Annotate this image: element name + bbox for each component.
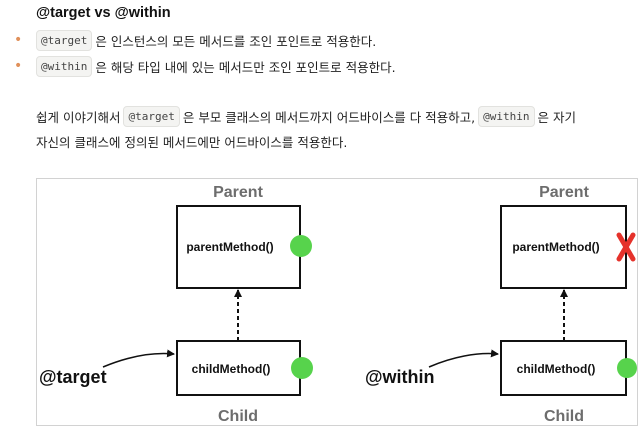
paragraph-text: 은 자기: [537, 109, 577, 125]
bullet-dot-icon: •: [14, 58, 23, 74]
inline-code-target: @target: [36, 29, 93, 51]
left-child-method-label: childMethod(): [192, 362, 271, 376]
bullet-item-within: • @within 은 해당 타입 내에 있는 메서드만 조인 포인트로 적용한…: [14, 54, 396, 78]
left-child-applied-icon: [291, 357, 313, 379]
right-parent-title: Parent: [539, 184, 589, 201]
left-parent-box: [176, 205, 301, 289]
paragraph-text: 쉽게 이야기해서: [36, 109, 121, 125]
paragraph-line-2: 자신의 클래스에 정의된 메서드에만 어드바이스를 적용한다.: [36, 129, 347, 153]
right-pointer-arrow: [428, 349, 499, 368]
inline-code-within: @within: [478, 105, 535, 127]
bullet-item-target: • @target 은 인스턴스의 모든 메서드를 조인 포인트로 적용한다.: [14, 28, 376, 52]
right-parent-box: [500, 205, 627, 289]
paragraph-text: 자신의 클래스에 정의된 메서드에만 어드바이스를 적용한다.: [36, 134, 348, 150]
paragraph-line-1: 쉽게 이야기해서 @target 은 부모 클래스의 메서드까지 어드바이스를 …: [36, 104, 576, 128]
target-vs-within-diagram: Parent parentMethod() childMethod() Chil…: [36, 178, 638, 426]
paragraph-text: 은 부모 클래스의 메서드까지 어드바이스를 다 적용하고,: [182, 109, 476, 125]
left-parent-title: Parent: [213, 184, 263, 201]
right-parent-not-applied-icon: [616, 232, 636, 262]
right-child-applied-icon: [617, 358, 637, 378]
left-child-title: Child: [218, 408, 258, 425]
bullet-text: 은 해당 타입 내에 있는 메서드만 조인 포인트로 적용한다.: [95, 59, 396, 75]
left-pointer-label: @target: [39, 367, 107, 387]
left-parent-method-label: parentMethod(): [186, 240, 273, 254]
right-child-title: Child: [544, 408, 584, 425]
section-heading: @target vs @within: [36, 5, 171, 21]
left-child-box: [176, 340, 301, 396]
bullet-dot-icon: •: [14, 32, 23, 48]
bullet-text: 은 인스턴스의 모든 메서드를 조인 포인트로 적용한다.: [95, 33, 377, 49]
inline-code-within: @within: [36, 55, 93, 77]
right-child-method-label: childMethod(): [517, 362, 596, 376]
right-child-box: [500, 340, 627, 396]
right-parent-method-label: parentMethod(): [512, 240, 599, 254]
inline-code-target: @target: [123, 105, 180, 127]
right-pointer-label: @within: [365, 367, 435, 387]
left-pointer-arrow: [102, 349, 175, 368]
left-parent-applied-icon: [290, 235, 312, 257]
diagram-svg: Parent parentMethod() childMethod() Chil…: [39, 184, 637, 425]
